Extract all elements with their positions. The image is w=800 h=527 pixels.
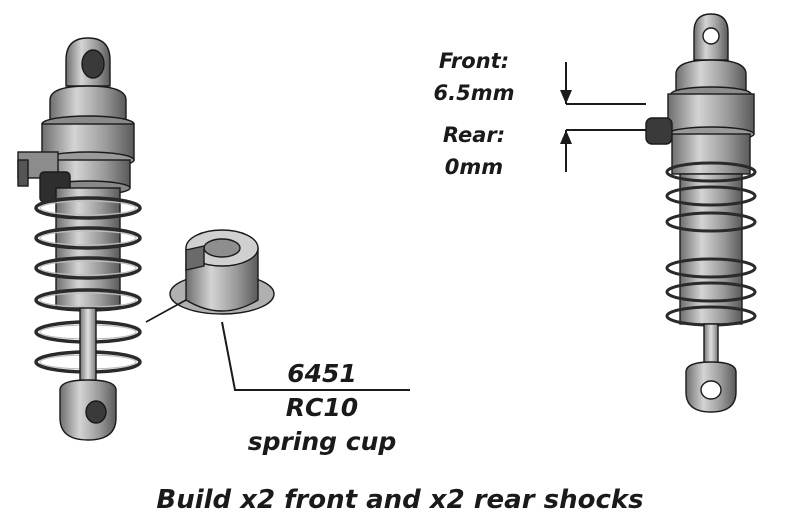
- front-spacer-label: Front:: [439, 49, 509, 73]
- left-shock: [17, 37, 142, 441]
- part-name: RC10: [286, 393, 358, 422]
- rear-spacer-value: 0mm: [445, 155, 503, 179]
- spacer-dimension: [560, 62, 646, 172]
- part-number: 6451: [287, 359, 357, 388]
- front-spacer-value: 6.5mm: [434, 81, 515, 105]
- part-callout-leader: [221, 321, 410, 391]
- part-description: spring cup: [248, 427, 397, 456]
- rear-spacer-label: Rear:: [443, 123, 505, 147]
- spring-cup-part: [169, 229, 275, 315]
- right-shock: [645, 13, 757, 413]
- instruction-caption: Build x2 front and x2 rear shocks: [156, 485, 643, 515]
